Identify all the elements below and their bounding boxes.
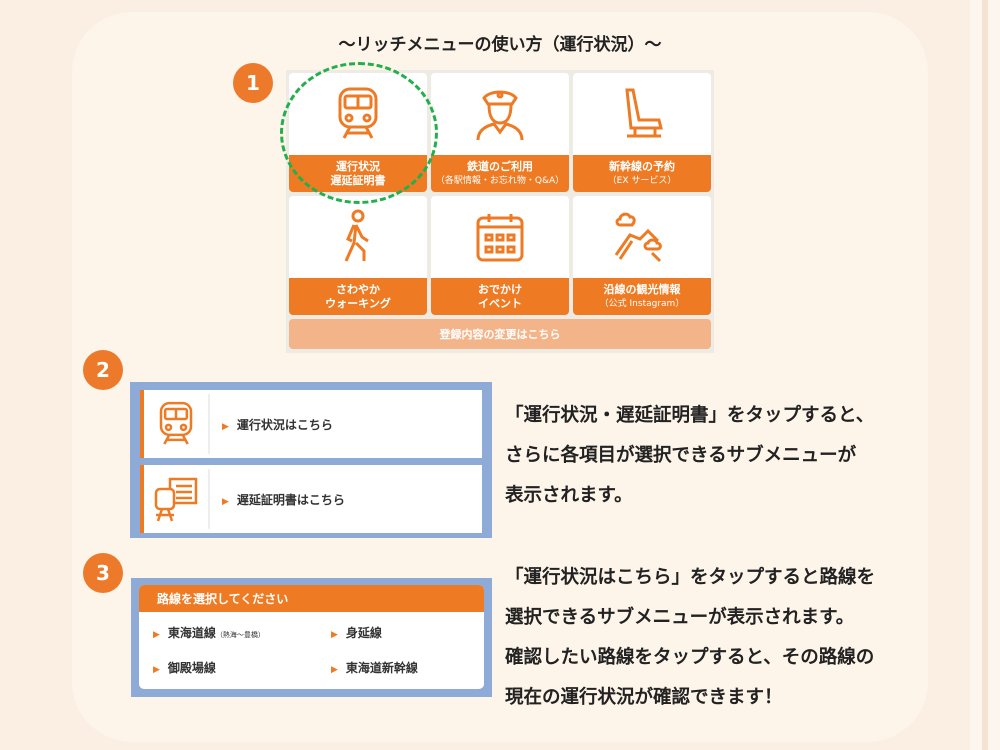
train-icon: [289, 73, 427, 155]
menu-sublabel: （EX サービス）: [607, 175, 677, 186]
mountain-icon: [573, 196, 711, 278]
page-title: ～リッチメニューの使い方（運行状況）～: [338, 35, 662, 55]
arrow-icon: ▶: [331, 630, 338, 640]
rich-menu: 運行状況遅延証明書 鉄道のご利用 （各駅情報・お忘れ物・Q&A） 新幹線の予約 （E…: [286, 70, 714, 353]
submenu-label: 運行状況はこちら: [236, 417, 333, 432]
step-badge-3: 3: [83, 553, 123, 593]
arrow-icon: ▶: [222, 421, 229, 432]
edge-stripe: [982, 0, 988, 750]
line-name: 身延線: [345, 626, 382, 640]
text-line: 「運行状況・遅延証明書」をタップすると、: [505, 405, 875, 426]
train-document-icon: [144, 469, 210, 529]
line-note: （熱海～豊橋）: [215, 631, 265, 639]
menu-label: おでかけ: [478, 282, 522, 296]
arrow-icon: ▶: [153, 665, 160, 675]
menu-label: 運行状況: [336, 159, 380, 173]
text-line: さらに各項目が選択できるサブメニューが: [505, 445, 857, 466]
arrow-icon: ▶: [222, 496, 229, 507]
menu-sublabel: ウォーキング: [325, 296, 391, 310]
submenu-screenshot: ▶ 運行状況はこちら ▶ 遅延証明書はこちら: [130, 382, 492, 538]
conductor-icon: [431, 73, 569, 155]
menu-sublabel: イベント: [478, 296, 522, 310]
text-line: 「運行状況はこちら」をタップすると路線を: [505, 567, 876, 588]
menu-events[interactable]: おでかけイベント: [431, 196, 569, 315]
text-line: 表示されます。: [505, 485, 633, 506]
menu-label: さわやか: [336, 282, 380, 296]
arrow-icon: ▶: [153, 630, 160, 640]
arrow-icon: ▶: [331, 665, 338, 675]
train-icon: [144, 394, 210, 454]
walking-icon: [289, 196, 427, 278]
text-line: 選択できるサブメニューが表示されます。: [505, 607, 855, 628]
line-selection-screenshot: 路線を選択してください ▶ 東海道線（熱海～豊橋） ▶ 身延線 ▶ 御殿場線 ▶ 東海道…: [131, 578, 492, 697]
menu-shinkansen-reservation[interactable]: 新幹線の予約 （EX サービス）: [573, 73, 711, 192]
menu-sublabel: 遅延証明書: [330, 173, 386, 187]
menu-sublabel: （各駅情報・お忘れ物・Q&A）: [435, 175, 565, 186]
submenu-label: 遅延証明書はこちら: [236, 492, 345, 507]
line-selection-header: 路線を選択してください: [139, 585, 484, 612]
menu-railway-use[interactable]: 鉄道のご利用 （各駅情報・お忘れ物・Q&A）: [431, 73, 569, 192]
menu-operation-status[interactable]: 運行状況遅延証明書: [289, 73, 427, 192]
menu-sublabel: （公式 Instagram）: [599, 298, 685, 309]
menu-label: 鉄道のご利用: [467, 159, 533, 173]
submenu-item-operation-status[interactable]: ▶ 運行状況はこちら: [140, 390, 482, 458]
step3-description: 「運行状況はこちら」をタップすると路線を 選択できるサブメニューが表示されます。…: [505, 558, 875, 718]
line-item-minobu[interactable]: ▶ 身延線: [331, 624, 484, 641]
line-item-tokaido-shinkansen[interactable]: ▶ 東海道新幹線: [331, 659, 484, 676]
seat-icon: [573, 73, 711, 155]
line-item-gotemba[interactable]: ▶ 御殿場線: [153, 659, 331, 676]
menu-walking[interactable]: さわやかウォーキング: [289, 196, 427, 315]
menu-sightseeing[interactable]: 沿線の観光情報 （公式 Instagram）: [573, 196, 711, 315]
step-badge-2: 2: [83, 350, 123, 390]
change-registration-button[interactable]: 登録内容の変更はこちら: [289, 319, 711, 349]
line-name: 東海道新幹線: [345, 661, 418, 675]
calendar-icon: [431, 196, 569, 278]
submenu-item-delay-certificate[interactable]: ▶ 遅延証明書はこちら: [140, 465, 482, 533]
text-line: 現在の運行状況が確認できます！: [505, 687, 783, 708]
text-line: 確認したい路線をタップすると、その路線の: [505, 647, 875, 668]
step2-description: 「運行状況・遅延証明書」をタップすると、 さらに各項目が選択できるサブメニューが…: [505, 396, 874, 516]
menu-label: 沿線の観光情報: [603, 282, 681, 296]
line-item-tokaido[interactable]: ▶ 東海道線（熱海～豊橋）: [153, 624, 331, 641]
menu-label: 新幹線の予約: [609, 159, 675, 173]
step-badge-1: 1: [233, 63, 273, 103]
line-name: 東海道線: [167, 626, 216, 640]
line-name: 御殿場線: [167, 661, 216, 675]
